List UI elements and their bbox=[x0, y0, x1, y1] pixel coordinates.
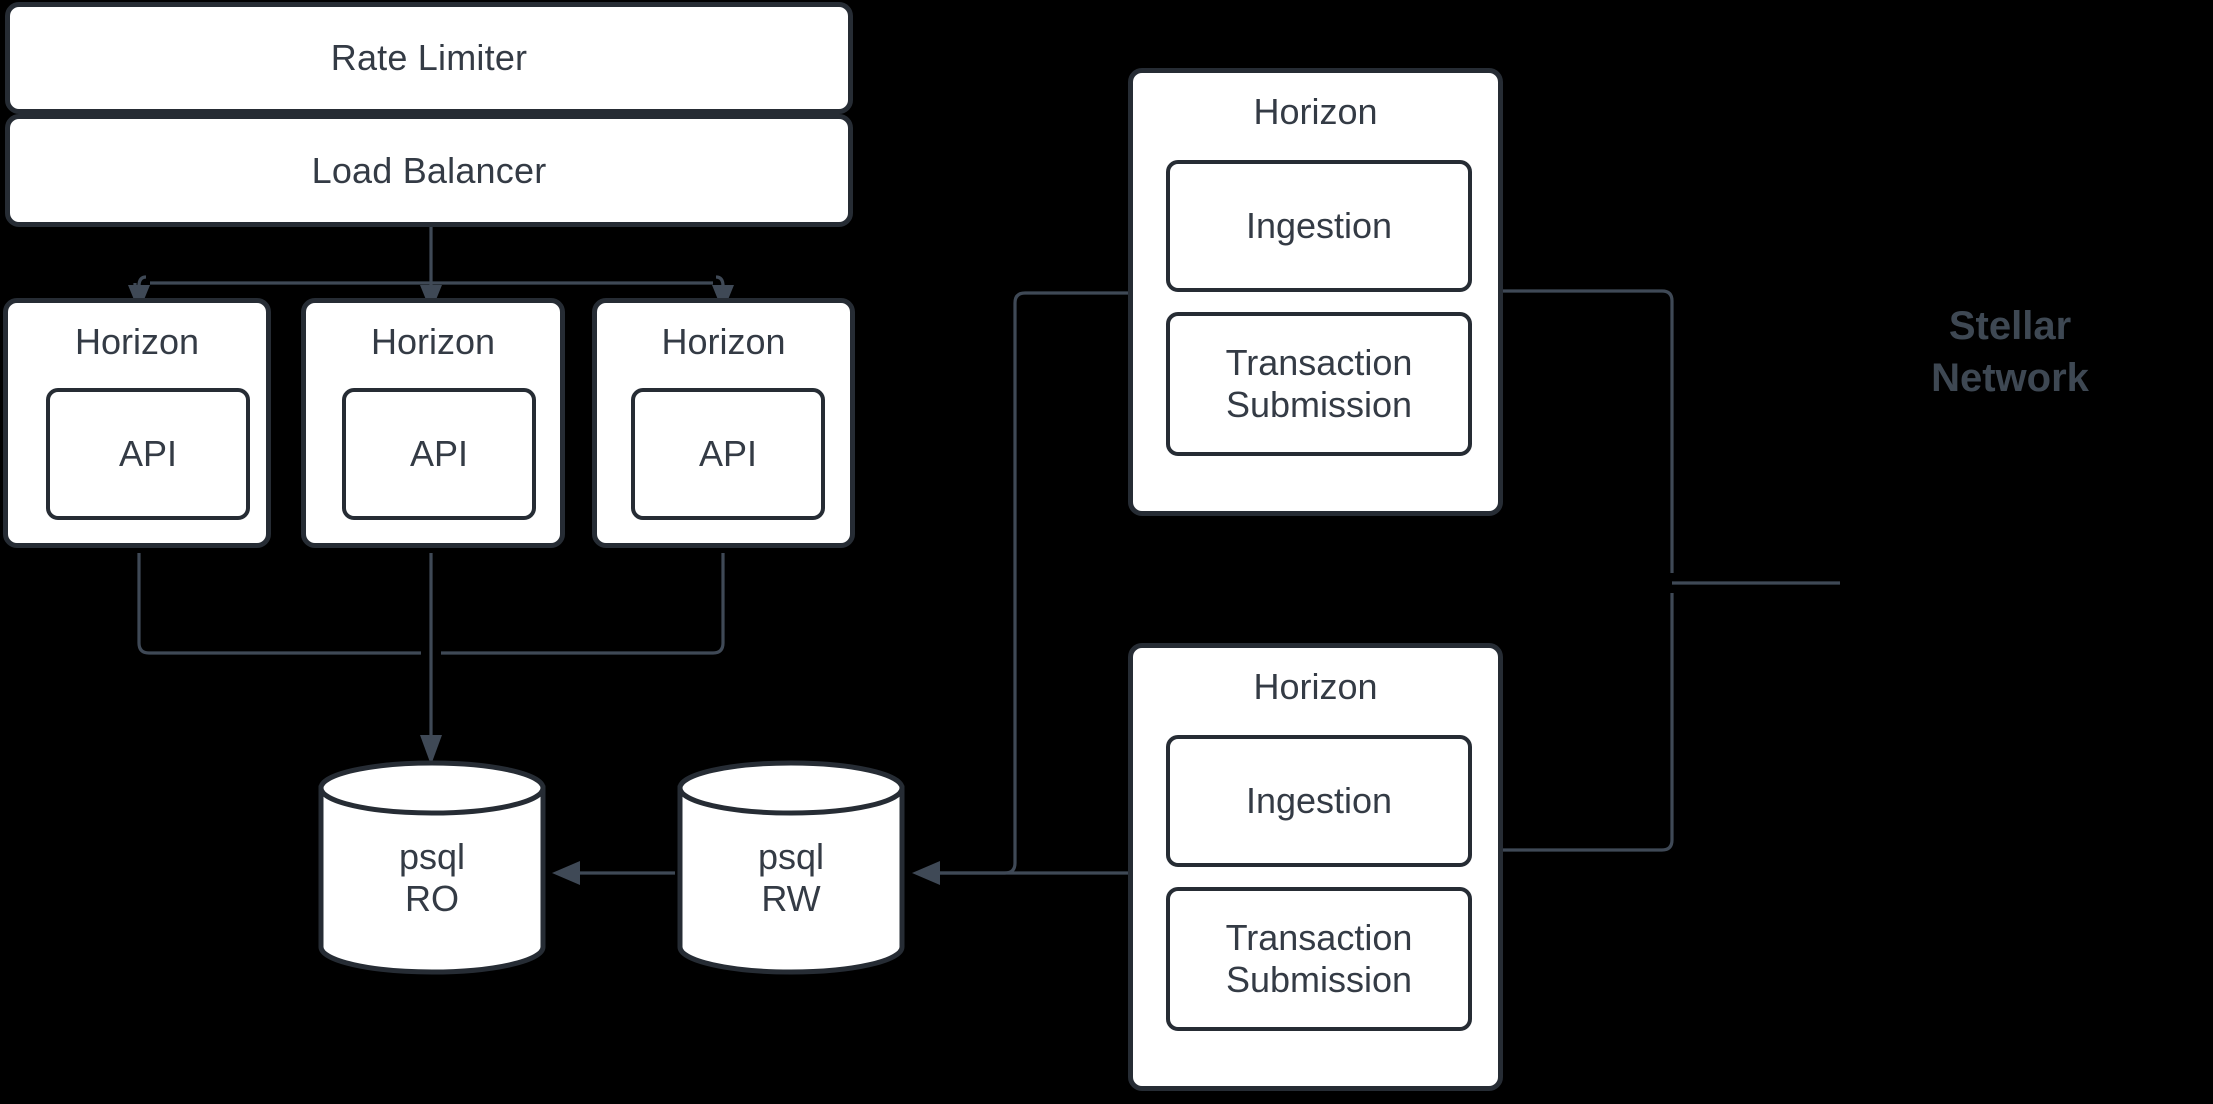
horizon-worker-node-1[interactable]: Horizon Ingestion Transaction Submission bbox=[1128, 68, 1503, 516]
ingestion-module-label-2: Ingestion bbox=[1245, 779, 1393, 821]
horizon-api-title-2: Horizon bbox=[370, 321, 496, 362]
tx-submission-module-1[interactable]: Transaction Submission bbox=[1166, 312, 1472, 456]
horizon-worker-title-2: Horizon bbox=[1253, 666, 1378, 707]
connector-lb-elbows bbox=[137, 275, 725, 287]
stellar-network-label: Stellar Network bbox=[1931, 304, 2089, 400]
tx-submission-module-2[interactable]: Transaction Submission bbox=[1166, 887, 1472, 1031]
load-balancer-node[interactable]: Load Balancer bbox=[5, 114, 853, 227]
psql-rw-node[interactable]: psql RW bbox=[675, 760, 907, 975]
connector-apis-to-psql-ro bbox=[137, 553, 725, 737]
api-module-label-1: API bbox=[118, 432, 178, 474]
connector-psqlrw-arrowhead-left bbox=[912, 861, 940, 885]
horizon-api-node-2[interactable]: Horizon API bbox=[301, 298, 565, 548]
connector-psqlro-arrowhead-left bbox=[552, 861, 580, 885]
api-module-label-2: API bbox=[409, 432, 469, 474]
horizon-api-title-3: Horizon bbox=[661, 321, 786, 362]
tx-submission-module-label-1: Transaction Submission bbox=[1225, 341, 1413, 425]
horizon-worker-node-2[interactable]: Horizon Ingestion Transaction Submission bbox=[1128, 643, 1503, 1091]
ingestion-module-1[interactable]: Ingestion bbox=[1166, 160, 1472, 292]
rate-limiter-label: Rate Limiter bbox=[330, 37, 528, 79]
tx-submission-module-label-2: Transaction Submission bbox=[1225, 916, 1413, 1000]
psql-ro-node[interactable]: psql RO bbox=[316, 760, 548, 975]
psql-ro-cylinder-shape bbox=[318, 760, 546, 975]
api-module-3[interactable]: API bbox=[631, 388, 825, 520]
horizon-worker-title-1: Horizon bbox=[1253, 91, 1378, 132]
api-module-label-3: API bbox=[698, 432, 758, 474]
horizon-api-title-1: Horizon bbox=[74, 321, 200, 362]
ingestion-module-2[interactable]: Ingestion bbox=[1166, 735, 1472, 867]
load-balancer-label: Load Balancer bbox=[311, 149, 547, 191]
horizon-api-node-3[interactable]: Horizon API bbox=[592, 298, 855, 548]
horizon-api-node-1[interactable]: Horizon API bbox=[3, 298, 271, 548]
ingestion-module-label-1: Ingestion bbox=[1245, 204, 1393, 246]
connector-workers-to-psqlrw bbox=[940, 291, 1128, 875]
rate-limiter-node[interactable]: Rate Limiter bbox=[5, 2, 853, 114]
psql-rw-cylinder-shape bbox=[677, 760, 905, 975]
api-module-2[interactable]: API bbox=[342, 388, 536, 520]
connector-workers-to-network bbox=[1503, 289, 1840, 852]
api-module-1[interactable]: API bbox=[46, 388, 250, 520]
connector-lb-to-apis bbox=[133, 227, 725, 290]
